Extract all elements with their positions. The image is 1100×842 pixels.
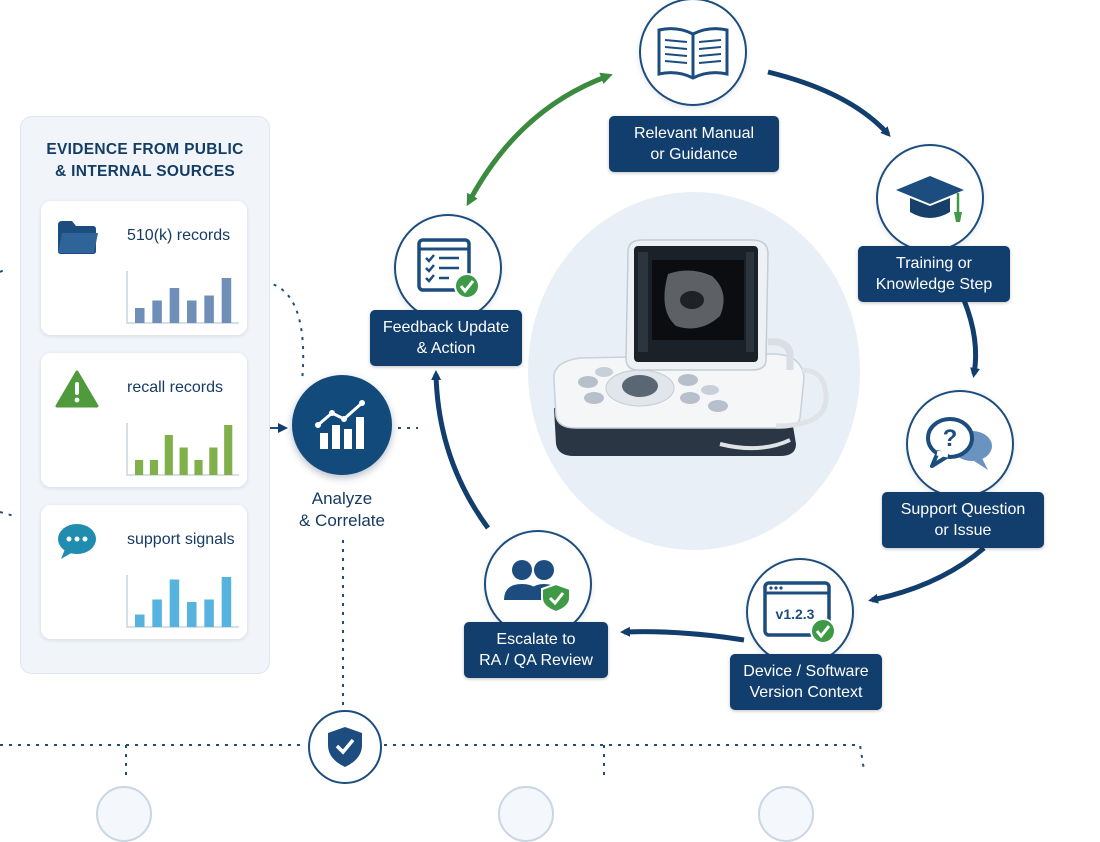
evidence-panel-title: EVIDENCE FROM PUBLIC & INTERNAL SOURCES: [46, 141, 244, 180]
mini-chart-axis: [126, 271, 239, 324]
cycle-arrows: [431, 69, 986, 643]
evidence-card-label: 510(k) records: [127, 227, 231, 244]
evidence-card-510k[interactable]: 510(k) records: [41, 201, 247, 335]
folder-icon: [58, 221, 98, 254]
step-label-escalate[interactable]: Escalate to RA / QA Review: [464, 622, 608, 678]
users-shield-icon: [504, 560, 571, 612]
mini-chart-bar: [204, 295, 214, 323]
mini-bar-chart: [126, 271, 239, 324]
mini-bar-chart: [126, 575, 239, 628]
mini-bar-chart: [126, 423, 239, 476]
evidence-card-label: recall records: [127, 379, 224, 396]
mini-chart-bar: [209, 447, 218, 475]
mini-chart-bar: [187, 300, 197, 323]
trend-chart-icon: [315, 400, 365, 449]
mini-chart-axis: [126, 575, 239, 628]
mini-chart-bar: [135, 308, 145, 323]
ultrasound-device-icon: [553, 239, 829, 456]
shield-check-icon: [328, 727, 362, 767]
step-label-version[interactable]: Device / Software Version Context: [730, 654, 882, 710]
mini-chart-bar: [204, 599, 214, 627]
version-node[interactable]: v1.2.3: [746, 558, 854, 666]
mini-chart-bar: [221, 577, 232, 627]
flow-connectors: [0, 69, 986, 775]
mini-chart-bar: [152, 599, 162, 627]
mini-chart-bar: [179, 447, 188, 475]
evidence-card-recall[interactable]: recall records: [41, 353, 247, 487]
feedback-loop-arrow: [466, 72, 613, 207]
svg-text:?: ?: [943, 425, 958, 452]
bottom-node-partial: [96, 786, 152, 842]
mini-chart-bar: [194, 460, 203, 475]
evidence-card-label: support signals: [127, 531, 235, 548]
version-number: v1.2.3: [776, 606, 815, 622]
mini-chart-bar: [221, 278, 232, 323]
escalate-node[interactable]: [484, 530, 592, 638]
chat-icon: [58, 524, 96, 559]
question-chat-icon: ?: [926, 417, 992, 470]
mini-chart-bar: [135, 460, 144, 475]
mini-chart-bar: [164, 435, 173, 475]
analyze-hub-label: Analyze & Correlate: [299, 489, 385, 530]
step-label-support[interactable]: Support Question or Issue: [882, 492, 1044, 548]
step-label-training[interactable]: Training or Knowledge Step: [858, 246, 1010, 302]
feedback-node[interactable]: [394, 214, 502, 322]
mini-chart-bar: [169, 288, 180, 323]
step-label-manual[interactable]: Relevant Manual or Guidance: [609, 116, 779, 172]
shield-node[interactable]: [308, 710, 382, 784]
graduation-cap-icon: [896, 176, 964, 222]
book-icon: [657, 27, 729, 80]
software-window-icon: v1.2.3: [763, 581, 836, 644]
evidence-panel: EVIDENCE FROM PUBLIC & INTERNAL SOURCES …: [20, 116, 270, 674]
support-node[interactable]: ?: [906, 390, 1014, 498]
mini-chart-bar: [224, 425, 233, 475]
bottom-node-partial: [758, 786, 814, 842]
mini-chart-bar: [152, 300, 162, 323]
step-label-feedback[interactable]: Feedback Update & Action: [370, 310, 522, 366]
bottom-node-partial: [498, 786, 554, 842]
mini-chart-bar: [135, 614, 145, 627]
warning-icon: [55, 370, 99, 408]
mini-chart-bar: [187, 602, 197, 627]
mini-chart-bar: [169, 579, 180, 627]
mini-chart-bar: [149, 460, 159, 475]
analyze-hub[interactable]: [292, 375, 392, 475]
training-node[interactable]: [876, 144, 984, 252]
evidence-card-support[interactable]: support signals: [41, 505, 247, 639]
manual-node[interactable]: [639, 0, 747, 106]
checklist-icon: [417, 238, 480, 299]
